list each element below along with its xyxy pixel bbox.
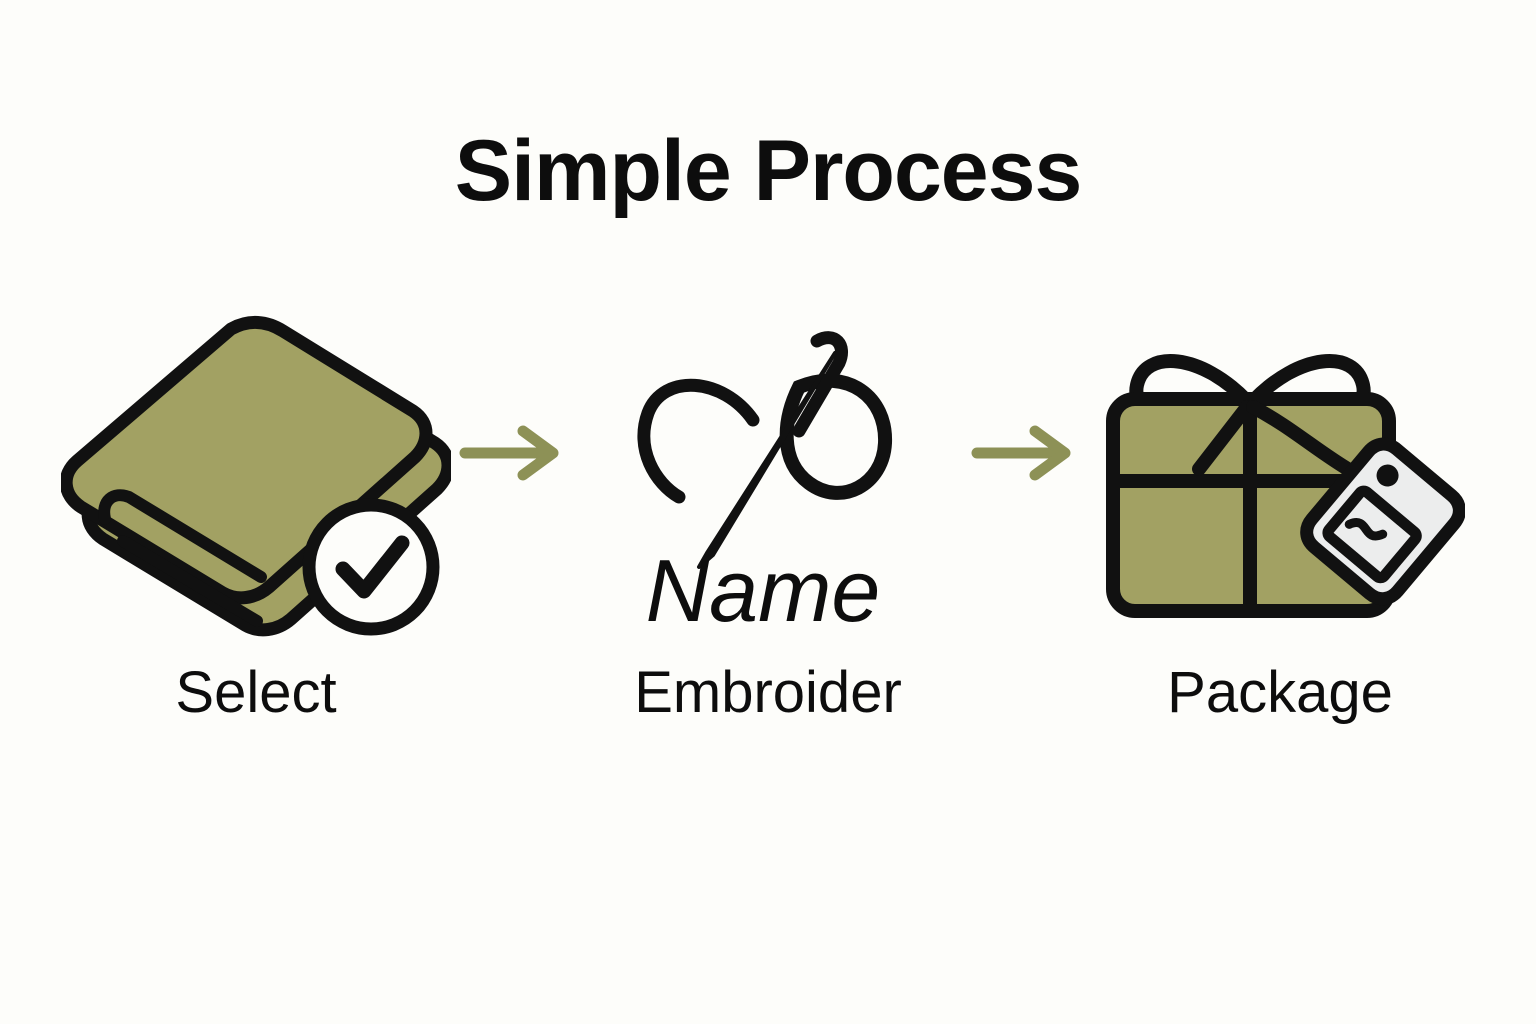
embroider-step-art: Name bbox=[572, 300, 964, 660]
tag-hole bbox=[1376, 464, 1399, 487]
select-step-art bbox=[60, 300, 452, 660]
embroidery-sample-text: Name bbox=[646, 541, 881, 640]
connector-arrow-1-cell bbox=[452, 300, 572, 660]
step-label-embroider: Embroider bbox=[634, 660, 902, 725]
check-badge-circle bbox=[302, 498, 440, 636]
process-steps-row: Select Name bbox=[0, 300, 1536, 800]
step-label-select: Select bbox=[175, 660, 337, 725]
arrow-right-icon bbox=[971, 425, 1071, 481]
step-label-package: Package bbox=[1167, 660, 1393, 725]
tag-scribble bbox=[1344, 518, 1388, 541]
arrow-right-icon bbox=[459, 425, 559, 481]
needle-thread-icon: Name bbox=[637, 331, 893, 640]
package-step-art bbox=[1084, 300, 1476, 660]
process-step-select[interactable]: Select bbox=[60, 300, 452, 722]
page-title: Simple Process bbox=[454, 123, 1083, 219]
process-step-embroider[interactable]: Name Embroider bbox=[572, 300, 964, 722]
process-step-package[interactable]: Package bbox=[1084, 300, 1476, 722]
tag-inscription-box bbox=[1322, 485, 1422, 584]
gift-box-tag-icon bbox=[1106, 354, 1465, 618]
folded-blanket-check-icon bbox=[61, 316, 451, 637]
needle-shaft bbox=[697, 351, 837, 569]
connector-arrow-2-cell bbox=[964, 300, 1084, 660]
check-icon bbox=[335, 535, 410, 599]
gift-tag bbox=[1300, 437, 1465, 606]
